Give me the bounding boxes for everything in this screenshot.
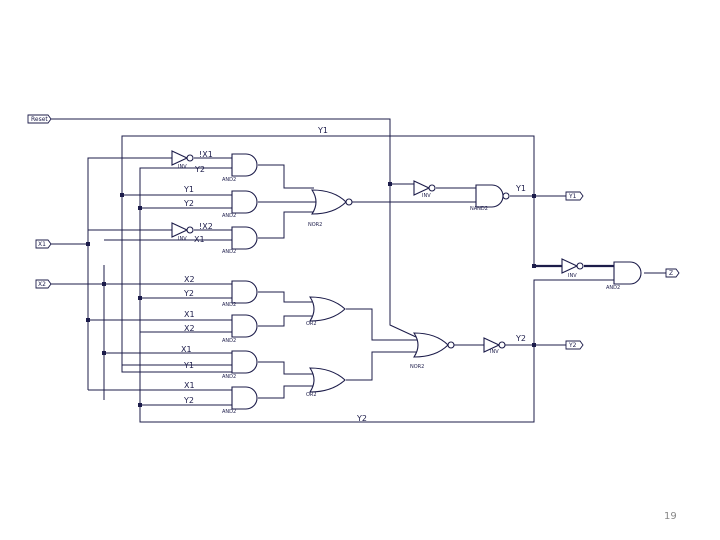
port-reset[interactable]: Reset: [27, 114, 52, 124]
inv-gate-x2: INV: [171, 222, 194, 242]
junction-dot: [532, 264, 536, 268]
and2-gate-2: AND2: [222, 190, 258, 219]
junction-dot: [138, 206, 142, 210]
port-x2[interactable]: X2: [35, 279, 52, 289]
port-x2-label: X2: [38, 281, 46, 288]
gate-type-label: INV: [422, 193, 431, 199]
signal-label-y2: Y2: [183, 199, 194, 208]
nand2-gate: NAND2: [470, 184, 510, 212]
signal-label-x2: X2: [184, 275, 195, 284]
or2-gate-2: OR2: [306, 367, 346, 398]
wire-and-to-nor-top: [258, 164, 318, 239]
port-y2-out[interactable]: Y2: [565, 340, 584, 350]
wire-x2: [50, 239, 232, 354]
wire-or-to-nor: [346, 308, 418, 381]
signal-label-y2: Y2: [194, 165, 205, 174]
and2-gate-4: AND2: [222, 280, 258, 308]
signal-label-y2-out: Y2: [515, 334, 526, 343]
gate-type-label: OR2: [306, 392, 317, 398]
port-z-label: Z: [669, 270, 673, 277]
inv-gate-x1: INV: [171, 150, 194, 170]
nor2-gate-top: NOR2: [308, 189, 353, 228]
and2-gate-3: AND2: [222, 226, 258, 255]
signal-label-y2: Y2: [183, 396, 194, 405]
junction-dot: [102, 282, 106, 286]
nor2-gate-bottom: NOR2: [410, 332, 455, 370]
junction-dot: [102, 351, 106, 355]
gate-type-label: AND2: [222, 338, 236, 344]
wire-y1-bus: [510, 195, 566, 267]
wire-x1: [50, 157, 232, 391]
signal-label-x1: X1: [184, 381, 195, 390]
signal-label-x2: X2: [184, 324, 195, 333]
wire-y1-loop: [121, 135, 535, 373]
and2-gate-z: AND2: [606, 261, 642, 291]
junction-dot: [86, 242, 90, 246]
and2-gate-7: AND2: [222, 386, 258, 415]
signal-label-x1: X1: [184, 310, 195, 319]
signal-label-y1: Y1: [183, 361, 194, 370]
wire-and-to-or2: [258, 361, 314, 399]
gate-type-label: OR2: [306, 321, 317, 327]
or2-gate-1: OR2: [306, 296, 346, 327]
port-x1-label: X1: [38, 241, 46, 248]
inv-gate-z: INV: [561, 258, 584, 279]
gate-type-label: AND2: [222, 177, 236, 183]
signal-label-y1-out: Y1: [515, 184, 526, 193]
signal-label-notx1: !X1: [199, 150, 213, 159]
gate-type-label: INV: [178, 236, 187, 242]
gate-type-label: INV: [568, 273, 577, 279]
gate-type-label: AND2: [222, 374, 236, 380]
junction-dot: [138, 403, 142, 407]
gate-type-label: INV: [178, 164, 187, 170]
wire-y2-taps: [140, 207, 232, 406]
signal-labels: Y1 !X1 Y2 Y1 Y2 !X2 X1 X2 Y2 X1 X2 X1 Y1…: [181, 126, 526, 423]
gate-type-label: AND2: [222, 302, 236, 308]
wires: [50, 118, 666, 423]
wire-reset: [50, 118, 417, 338]
junction-dot: [138, 296, 142, 300]
signal-label-notx2: !X2: [199, 222, 213, 231]
port-y2-label: Y2: [568, 342, 577, 349]
wire-y2-loop: [139, 167, 535, 423]
gate-type-label: AND2: [222, 213, 236, 219]
port-x1[interactable]: X1: [35, 239, 52, 249]
port-y1-label: Y1: [568, 193, 577, 200]
gate-type-label: NOR2: [308, 222, 322, 228]
port-reset-label: Reset: [31, 116, 48, 123]
signal-label-y1: Y1: [183, 185, 194, 194]
and2-gate-5: AND2: [222, 314, 258, 344]
gate-type-label: NOR2: [410, 364, 424, 370]
and2-gate-6: AND2: [222, 350, 258, 380]
signal-label-y2-bottom: Y2: [356, 414, 367, 423]
gate-type-label: INV: [490, 349, 499, 355]
port-z-out[interactable]: Z: [665, 268, 680, 278]
junctions: [86, 182, 536, 407]
page-number: 19: [664, 511, 677, 522]
gate-type-label: NAND2: [470, 206, 488, 212]
gate-type-label: AND2: [606, 285, 620, 291]
junction-dot: [532, 343, 536, 347]
signal-label-x1: X1: [194, 235, 205, 244]
and2-gate-1: AND2: [222, 153, 258, 183]
junction-dot: [388, 182, 392, 186]
inv-gate-reset: INV: [413, 180, 436, 199]
inv-gate-y2: INV: [483, 337, 506, 355]
junction-dot: [120, 193, 124, 197]
gate-type-label: AND2: [222, 409, 236, 415]
signal-label-y1-top: Y1: [317, 126, 328, 135]
junction-dot: [532, 194, 536, 198]
junction-dot: [86, 318, 90, 322]
wire-and-to-or1: [258, 291, 314, 327]
signal-label-x1: X1: [181, 345, 192, 354]
signal-label-y2: Y2: [183, 289, 194, 298]
gate-type-label: AND2: [222, 249, 236, 255]
port-y1-out[interactable]: Y1: [565, 191, 584, 201]
